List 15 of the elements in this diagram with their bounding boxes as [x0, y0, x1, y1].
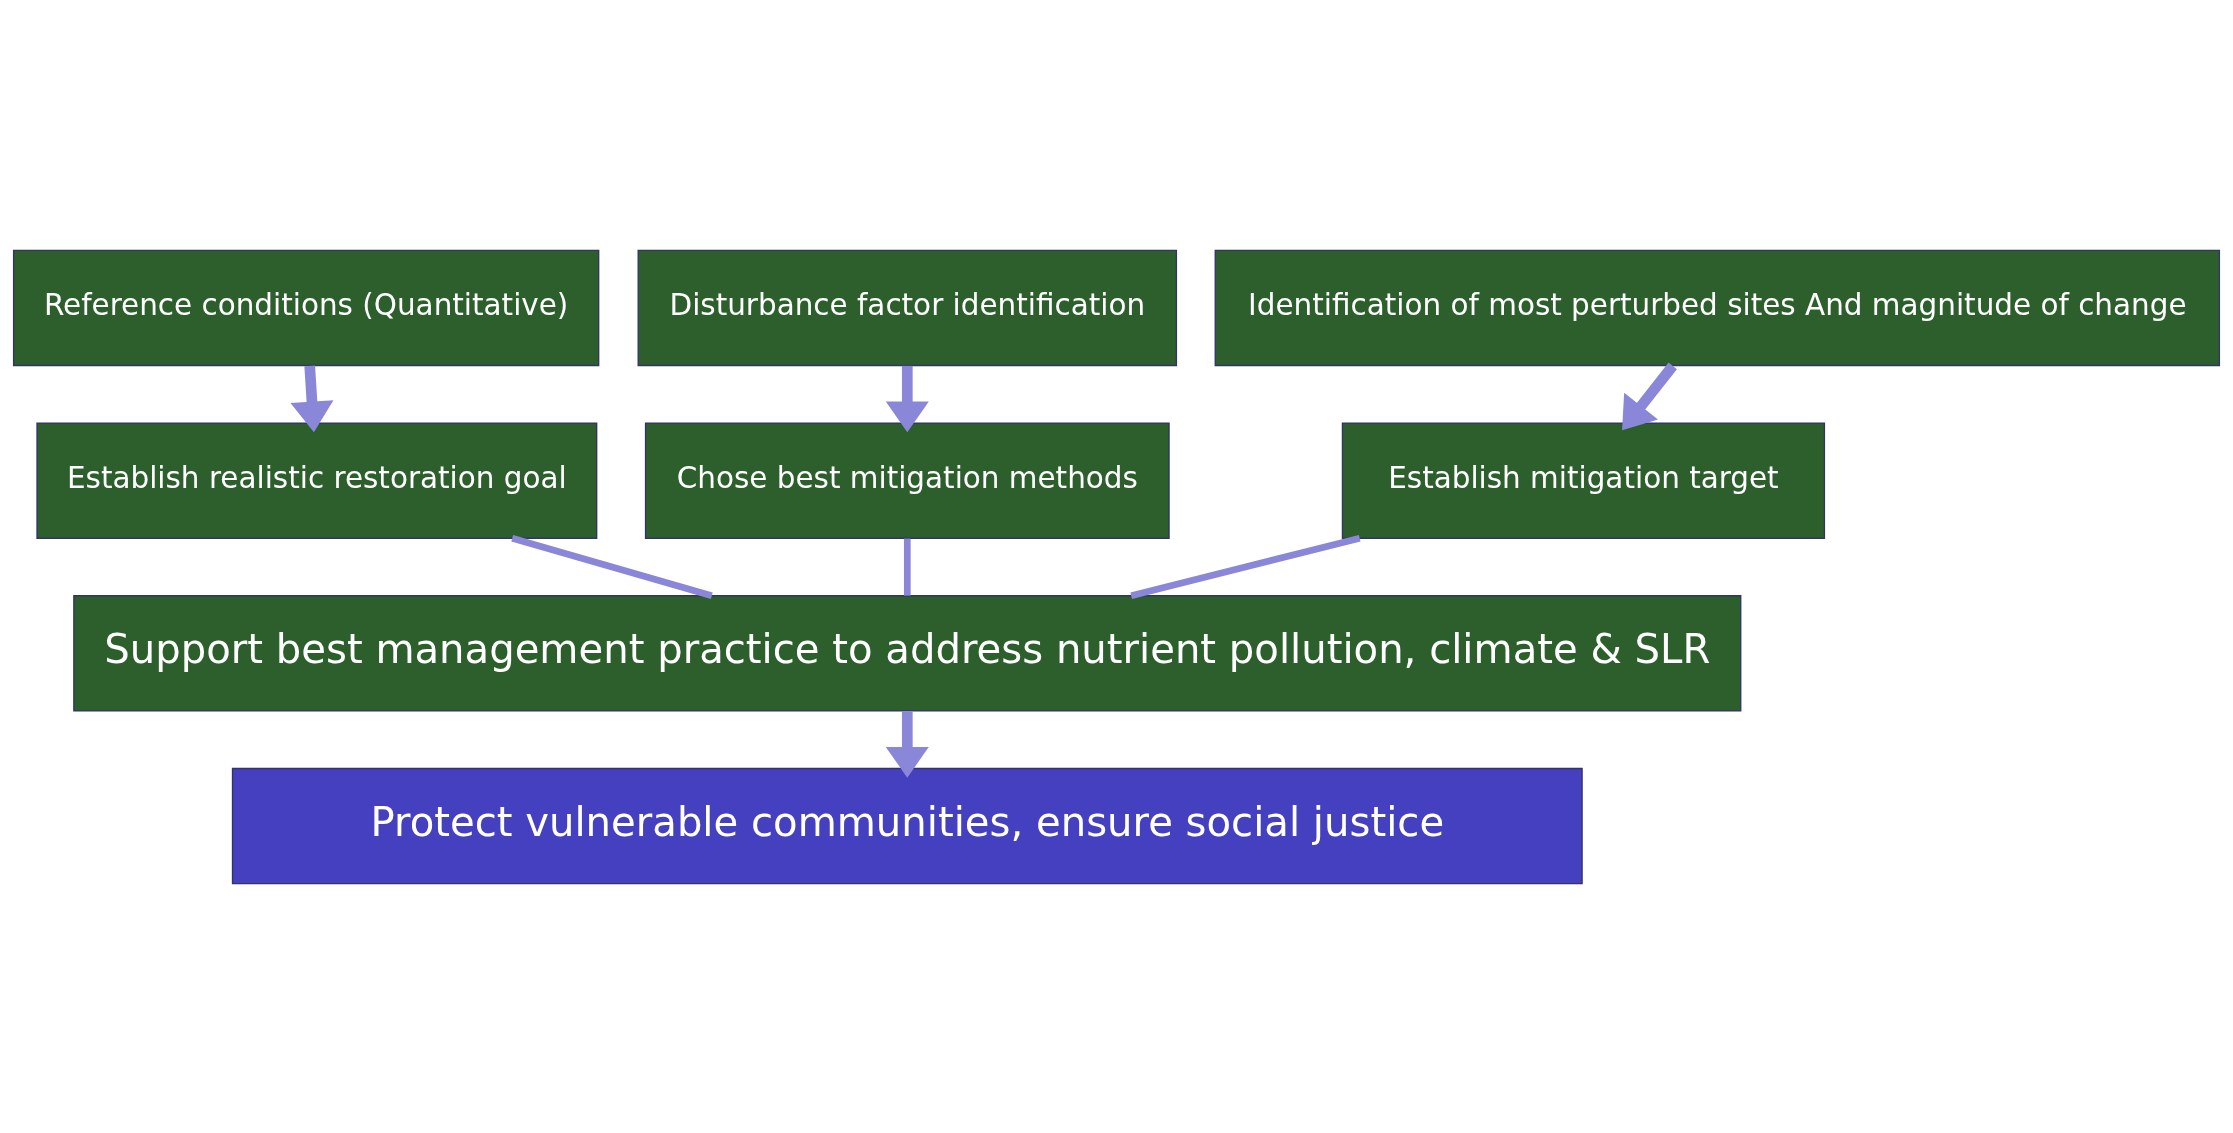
connector: [903, 538, 911, 596]
node-box: Disturbance factor identification: [637, 249, 1178, 366]
node-box: Chose best mitigation methods: [644, 421, 1170, 539]
arrow: [290, 365, 334, 432]
connector: [1130, 534, 1361, 599]
node-box: Establish realistic restoration goal: [36, 421, 598, 539]
arrow: [1622, 362, 1677, 430]
node-box: Protect vulnerable communities, ensure social justice: [231, 767, 1583, 884]
node-box: Reference conditions (Quantitative): [12, 249, 600, 366]
arrow: [885, 365, 929, 432]
node-box: Support best management practice to address nutrient pollution, climate & SLR: [73, 594, 1742, 712]
node-box: Establish mitigation target: [1341, 421, 1826, 539]
arrow: [885, 710, 929, 778]
node-box: Identification of most perturbed sites And magnitude of change: [1214, 249, 2221, 366]
connector: [511, 534, 713, 599]
